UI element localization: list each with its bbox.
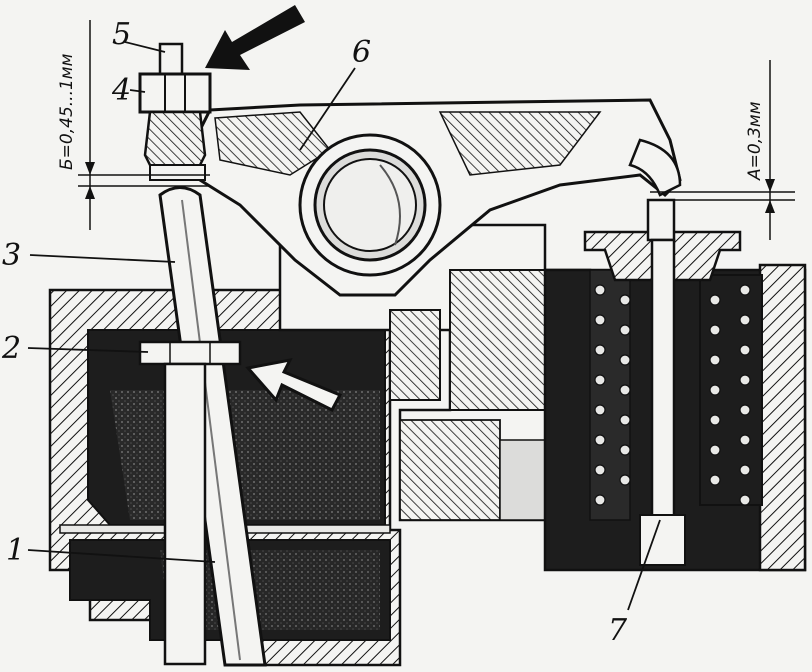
part-label-2: 2 — [1, 331, 21, 366]
clearance-b-label: Б=0,45...1мм — [57, 53, 77, 170]
valve-stem — [639, 198, 686, 566]
part-label-7: 7 — [608, 613, 628, 648]
part-label-3: 3 — [2, 238, 21, 273]
pushrod — [158, 186, 267, 667]
clearance-a-label: А=0,3мм — [745, 101, 765, 181]
part-label-1: 1 — [6, 533, 25, 568]
clearance-a-dimension — [650, 60, 795, 240]
arrow-top — [205, 5, 305, 70]
part-label-6: 6 — [352, 35, 371, 70]
rocker-arm — [188, 98, 682, 297]
clearance-b-dimension — [78, 20, 210, 230]
arrow-middle — [245, 357, 343, 412]
part-label-4: 4 — [111, 73, 131, 108]
adjusting-screw-assembly — [138, 42, 212, 181]
leader-lines — [27, 41, 661, 611]
lock-nut — [138, 340, 242, 366]
part-label-5: 5 — [112, 17, 131, 52]
tappet — [163, 362, 207, 666]
